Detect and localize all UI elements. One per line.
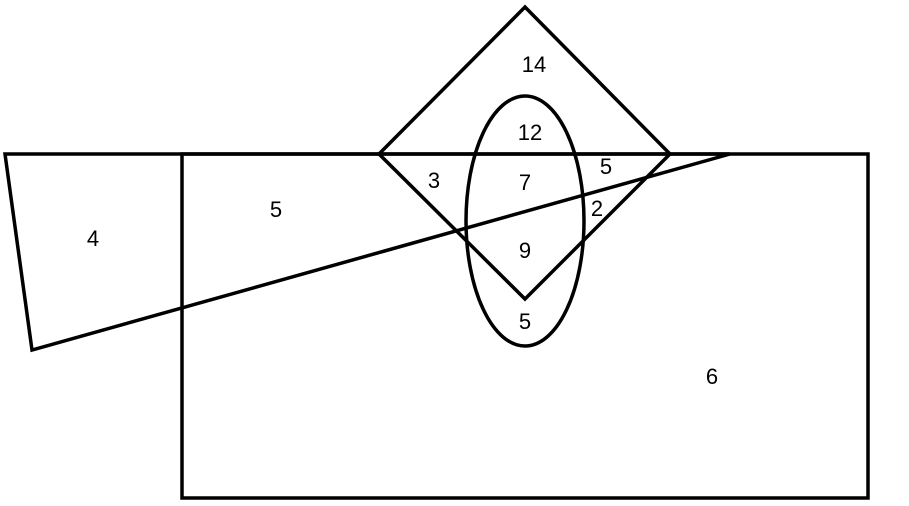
ellipse-shape	[464, 94, 586, 348]
region-label-all-four: 7	[519, 170, 531, 195]
region-label-ellipse-rect-bottom: 5	[519, 309, 531, 334]
region-label-quad-only: 4	[87, 226, 99, 251]
region-label-ellipse-diamond-rect-lower: 9	[519, 238, 531, 263]
region-label-rect-only: 6	[706, 364, 718, 389]
diamond-shape	[376, 4, 673, 302]
region-label-diamond-top: 14	[522, 52, 546, 77]
region-label-diamond-rect-quad: 3	[428, 168, 440, 193]
region-label-diamond-ellipse-top: 12	[518, 120, 542, 145]
region-label-quad-rect: 5	[270, 197, 282, 222]
region-label-diamond-rect-right: 5	[600, 154, 612, 179]
region-label-ellipse-diamond-rect-right: 2	[591, 196, 603, 221]
quadrilateral-shape	[2, 152, 731, 353]
